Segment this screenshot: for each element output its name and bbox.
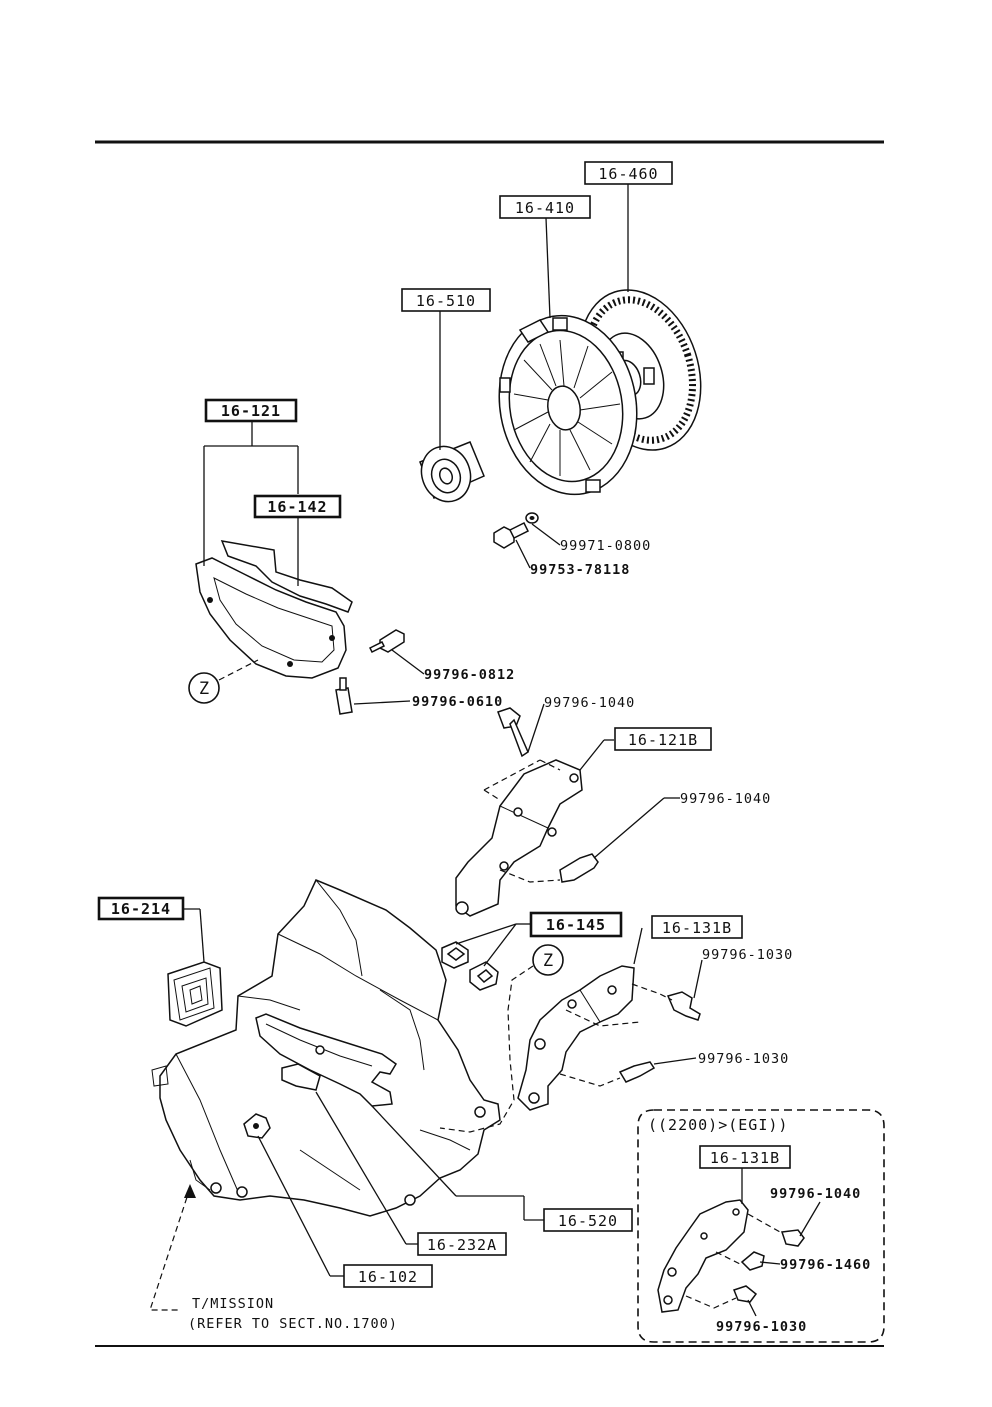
inset-ref-99796-1040: 99796-1040 — [770, 1186, 861, 1202]
callout-16-214: 16-214 — [111, 900, 171, 918]
transmission-reference: (REFER TO SECT.NO.1700) — [188, 1316, 398, 1332]
inset-callout-16-131B: 16-131B — [710, 1149, 780, 1167]
z-marker-lower: Z — [532, 944, 564, 976]
bracket-121b-drawing — [455, 707, 599, 917]
inset-ref-99796-1460: 99796-1460 — [780, 1257, 871, 1273]
pressure-plate-drawing — [498, 314, 638, 496]
callout-16-232A: 16-232A — [427, 1236, 497, 1254]
callout-16-520: 16-520 — [558, 1212, 618, 1230]
inset-frame — [637, 1109, 885, 1343]
ref-99796-1030-a: 99796-1030 — [702, 947, 793, 963]
ref-99796-0812: 99796-0812 — [424, 667, 515, 683]
callout-16-121B: 16-121B — [628, 731, 698, 749]
ref-99796-0610: 99796-0610 — [412, 694, 503, 710]
clutch-cover-drawing — [195, 540, 353, 679]
callout-16-102: 16-102 — [358, 1268, 418, 1286]
release-bearing-drawing — [419, 441, 485, 503]
inset-title: ((2200)>(EGI)) — [648, 1116, 788, 1134]
release-fork-drawing — [255, 1013, 397, 1107]
z-marker-label: Z — [199, 679, 209, 699]
ref-99796-1040-top: 99796-1040 — [544, 695, 635, 711]
pivot-pin-drawing — [243, 1113, 271, 1139]
ref-99796-1030-b: 99796-1030 — [698, 1051, 789, 1067]
inset-ref-99796-1030: 99796-1030 — [716, 1319, 807, 1335]
callout-16-510: 16-510 — [416, 292, 476, 310]
leader-lines — [182, 184, 821, 1317]
callout-16-145: 16-145 — [546, 916, 606, 934]
ref-99971-0800: 99971-0800 — [560, 538, 651, 554]
transmission-label: T/MISSION — [192, 1296, 274, 1312]
bracket-131b-drawing — [517, 965, 701, 1111]
boot-214-drawing — [167, 961, 223, 1027]
callout-16-142: 16-142 — [267, 498, 327, 516]
svg-text:Z: Z — [543, 951, 553, 971]
clips-145-drawing — [441, 941, 499, 991]
inset-bracket-drawing — [657, 1199, 805, 1313]
callout-16-460: 16-460 — [598, 165, 658, 183]
cover-bolts-drawing — [335, 629, 405, 715]
ref-99753-78118: 99753-78118 — [530, 562, 630, 578]
callout-16-131B: 16-131B — [662, 919, 732, 937]
z-marker-upper: Z — [188, 672, 220, 704]
ref-99796-1040-mid: 99796-1040 — [680, 791, 771, 807]
callout-16-410: 16-410 — [515, 199, 575, 217]
plate-bolt-drawing — [493, 512, 539, 549]
callout-16-121: 16-121 — [221, 402, 281, 420]
